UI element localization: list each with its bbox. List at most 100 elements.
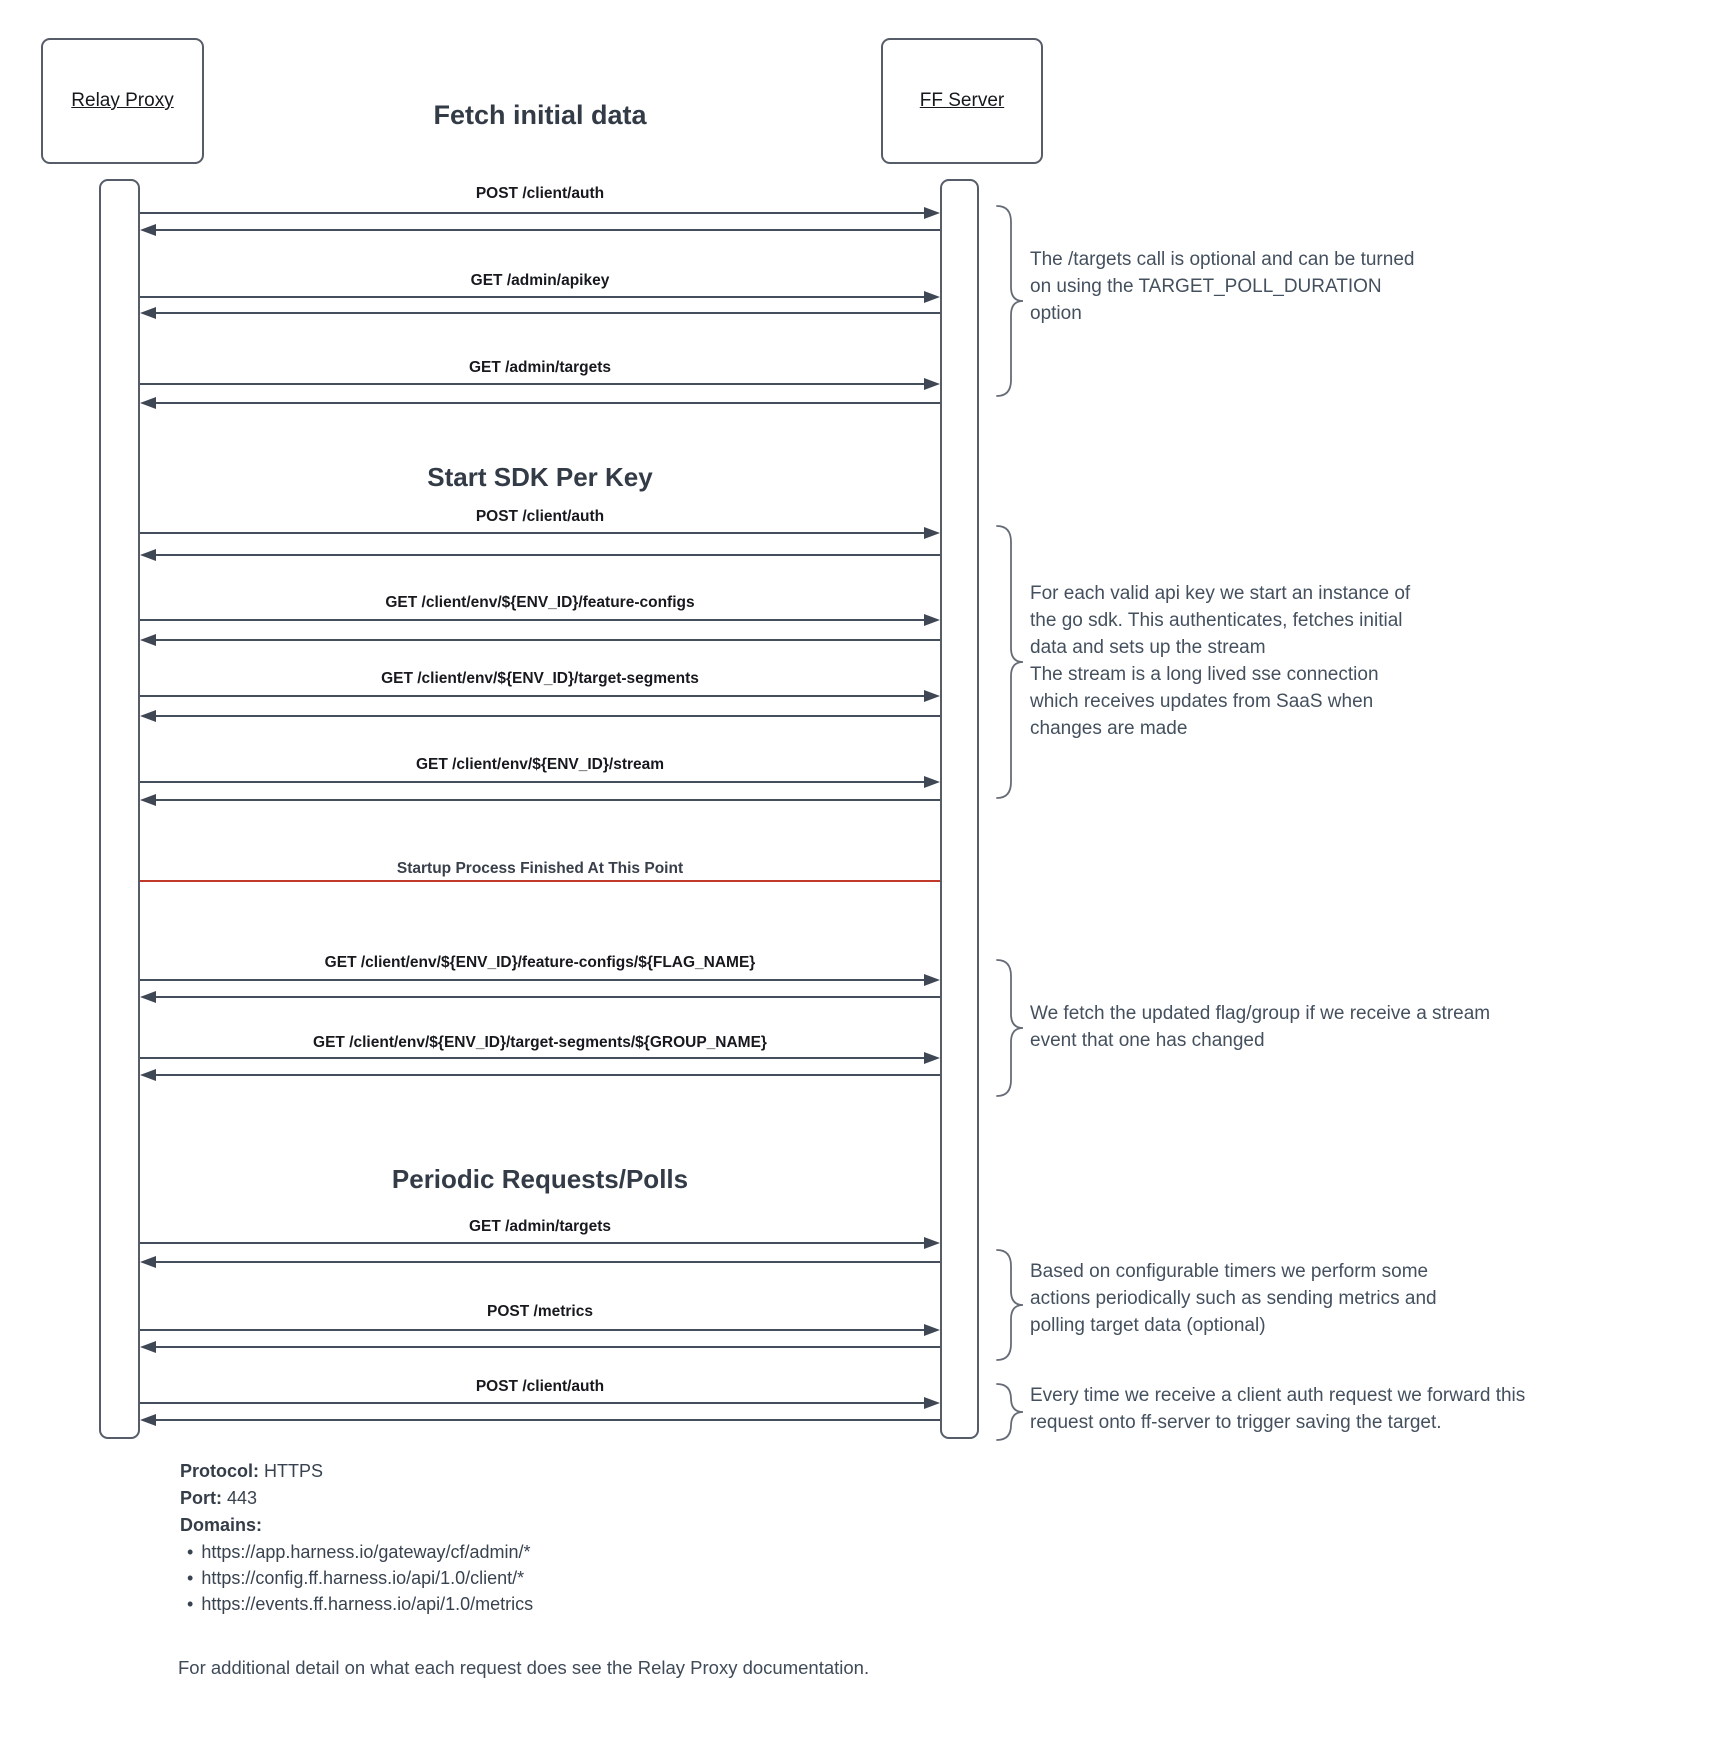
request-arrow [140,383,926,385]
request-arrowhead-icon [924,207,940,219]
message-label: POST /client/auth [475,185,605,202]
lifeline-relay-proxy [99,179,140,1439]
response-arrow [155,1074,940,1076]
request-arrowhead-icon [924,614,940,626]
annotation-text-line: option [1030,303,1082,324]
section-heading: Periodic Requests/Polls [391,1164,689,1194]
response-arrow [155,996,940,998]
annotation-text-line: polling target data (optional) [1030,1315,1266,1336]
annotation-brace-icon [996,525,1024,799]
bullet-icon: • [187,1594,194,1614]
message-label: GET /client/env/${ENV_ID}/feature-config… [324,954,756,971]
request-arrow [140,781,926,783]
annotation-text-line: actions periodically such as sending met… [1030,1288,1437,1309]
message-label: POST /client/auth [475,1378,605,1395]
response-arrow [155,799,940,801]
actor-label-relay-proxy: Relay Proxy [71,90,174,111]
request-arrowhead-icon [924,690,940,702]
lifeline-ff-server [940,179,979,1439]
annotation-text: For each valid api key we start an insta… [1030,580,1410,742]
response-arrow [155,554,940,556]
response-arrow [155,312,940,314]
request-arrow [140,212,926,214]
response-arrowhead-icon [140,549,156,561]
response-arrowhead-icon [140,794,156,806]
annotation-text-line: For each valid api key we start an insta… [1030,583,1411,604]
annotation-brace-icon [996,1249,1024,1361]
domain-list-item: •https://config.ff.harness.io/api/1.0/cl… [180,1565,533,1591]
section-heading: Start SDK Per Key [427,462,653,492]
request-arrowhead-icon [924,1052,940,1064]
annotation-text: Every time we receive a client auth requ… [1030,1382,1525,1436]
footer-field-value: 443 [222,1488,258,1508]
annotation-brace-icon [996,959,1024,1097]
response-arrowhead-icon [140,710,156,722]
startup-divider-line [140,880,940,882]
response-arrowhead-icon [140,1414,156,1426]
annotation-text-line: data and sets up the stream [1030,637,1266,658]
request-arrow [140,532,926,534]
annotation-text-line: request onto ff-server to trigger saving… [1030,1412,1442,1433]
domain-url: https://events.ff.harness.io/api/1.0/met… [201,1594,534,1614]
message-label: POST /client/auth [475,508,605,525]
annotation-text-line: changes are made [1030,718,1188,739]
response-arrow [155,1261,940,1263]
response-arrowhead-icon [140,991,156,1003]
domain-list-item: • https://app.harness.io/gateway/cf/admin… [180,1539,533,1565]
annotation-brace-icon [996,205,1024,397]
message-label: POST /metrics [487,1303,593,1320]
request-arrowhead-icon [924,1237,940,1249]
response-arrow [155,639,940,641]
footer-field-label: Domains: [180,1515,263,1535]
annotation-text: Based on configurable timers we perform … [1030,1258,1437,1339]
annotation-text-line: on using the TARGET_POLL_DURATION [1030,276,1382,297]
request-arrowhead-icon [924,776,940,788]
message-label: GET /client/env/${ENV_ID}/target-segment… [381,670,699,687]
annotation-text-line: Every time we receive a client auth requ… [1030,1385,1526,1406]
message-label: GET /admin/targets [468,359,612,376]
footer-field-label: Protocol: [180,1461,259,1481]
response-arrow [155,1346,940,1348]
annotation-text-line: event that one has changed [1030,1030,1265,1051]
message-label: GET /client/env/${ENV_ID}/feature-config… [385,594,695,611]
annotation-text-line: The stream is a long lived sse connectio… [1030,664,1379,685]
annotation-brace-icon [996,1383,1024,1441]
response-arrowhead-icon [140,1069,156,1081]
request-arrow [140,1329,926,1331]
request-arrowhead-icon [924,378,940,390]
message-label: GET /admin/apikey [470,272,610,289]
response-arrowhead-icon [140,634,156,646]
response-arrowhead-icon [140,397,156,409]
actor-box-relay-proxy: Relay Proxy [41,38,204,164]
annotation-text-line: The /targets call is optional and can be… [1030,249,1415,270]
annotation-text: We fetch the updated flag/group if we re… [1030,1000,1490,1054]
request-arrowhead-icon [924,1324,940,1336]
request-arrow [140,1242,926,1244]
footer-field-label: Port: [180,1488,222,1508]
footer-field-value: HTTPS [259,1461,324,1481]
domain-url: https://app.harness.io/gateway/cf/admin/… [201,1542,531,1562]
request-arrow [140,979,926,981]
domain-list-item: • https://events.ff.harness.io/api/1.0/me… [180,1591,533,1617]
documentation-note: For additional detail on what each reque… [178,1657,870,1678]
message-label: GET /client/env/${ENV_ID}/target-segment… [313,1034,767,1051]
request-arrowhead-icon [924,291,940,303]
response-arrow [155,715,940,717]
footer-field: Protocol: HTTPS [180,1458,533,1485]
annotation-text-line: the go sdk. This authenticates, fetches … [1030,610,1403,631]
request-arrow [140,619,926,621]
domain-url: https://config.ff.harness.io/api/1.0/cli… [201,1568,525,1588]
response-arrow [155,1419,940,1421]
annotation-text-line: We fetch the updated flag/group if we re… [1030,1003,1491,1024]
request-arrowhead-icon [924,527,940,539]
annotation-text: The /targets call is optional and can be… [1030,246,1414,327]
request-arrow [140,296,926,298]
response-arrowhead-icon [140,224,156,236]
request-arrow [140,1057,926,1059]
response-arrowhead-icon [140,1256,156,1268]
bullet-icon: • [187,1542,194,1562]
response-arrowhead-icon [140,1341,156,1353]
footer-field: Domains: [180,1512,533,1539]
response-arrow [155,229,940,231]
